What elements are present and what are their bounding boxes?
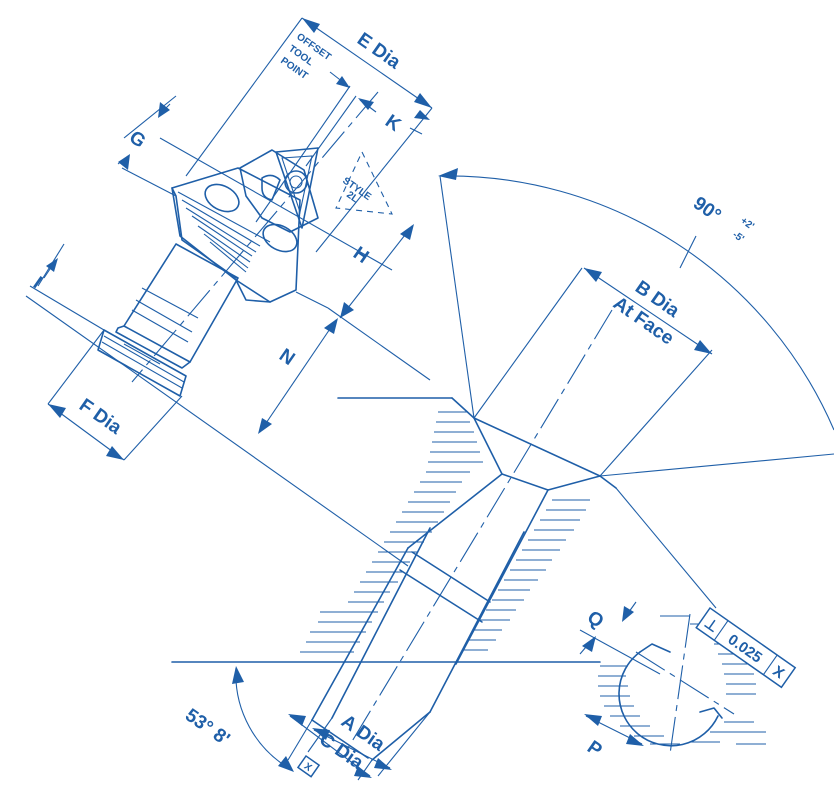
tolerance-plus-label: +2' — [738, 215, 756, 232]
style-2l-label: 2L — [344, 189, 360, 205]
boring-tool — [97, 147, 393, 397]
dimension-lines — [43, 17, 834, 778]
q-label: Q — [583, 607, 607, 633]
tolerance-minus-label: -5' — [730, 229, 746, 244]
tool-centerline — [131, 91, 379, 383]
hatch-right-wall — [462, 499, 590, 651]
n-label: N — [275, 345, 298, 370]
hole-centerline — [347, 309, 613, 749]
f-dia-label: F Dia — [75, 395, 125, 439]
angle-90-label: 90° — [689, 193, 725, 227]
p-label: P — [583, 737, 606, 762]
e-dia-label: E Dia — [353, 29, 404, 74]
k-label: K — [381, 111, 405, 136]
workpiece — [300, 397, 617, 761]
style-2l-outline — [335, 150, 393, 215]
hatch-left-wall — [300, 411, 483, 653]
extension-lines — [25, 17, 834, 781]
feature-control-frame: ⊥ 0.025 X — [695, 606, 797, 689]
h-label: H — [349, 243, 372, 268]
angle-53-label: 53° 8' — [181, 705, 233, 750]
g-label: G — [125, 127, 149, 153]
datum-x-box: X — [296, 754, 321, 778]
